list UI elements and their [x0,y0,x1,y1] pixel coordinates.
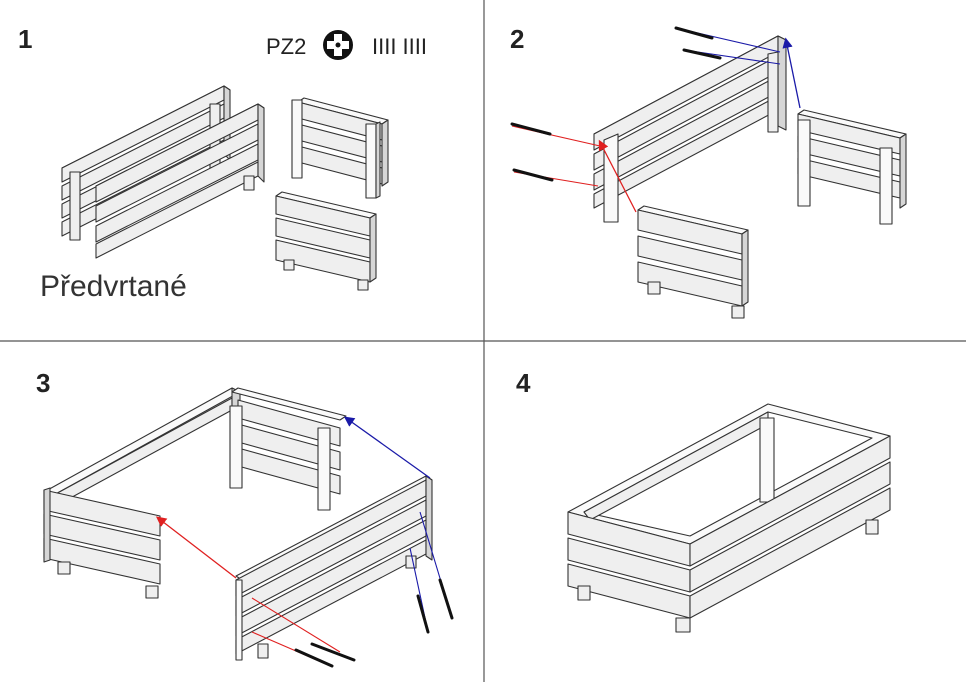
step-2-panel: 2 [510,24,907,319]
step-1-number: 1 [18,24,32,54]
predrilled-note: Předvrtané [40,270,187,303]
short-side-panel [275,191,377,291]
front-long-wall [235,475,433,661]
assembled-planter-box [567,403,891,633]
step-2-number: 2 [510,24,524,54]
step-3-number: 3 [36,368,50,398]
step-3-panel: 3 [36,368,454,668]
short-side-panel-with-posts [291,97,389,199]
right-short-wall [797,109,907,225]
left-short-wall [43,487,161,599]
back-long-wall [43,387,347,511]
long-wall [593,35,787,223]
front-short-wall [637,205,749,319]
step-1-panel: 1 PZ2 IIII IIII [18,24,427,303]
screws-count-icon: IIII IIII [372,34,427,59]
phillips-bit-icon [323,30,353,60]
bit-size-label: PZ2 [266,34,306,59]
screw-arrows-step-3 [155,416,454,668]
step-4-panel: 4 [516,368,891,633]
long-side-panel-front [95,103,265,259]
screw-arrows-step-2 [510,26,801,213]
step-4-number: 4 [516,368,531,398]
